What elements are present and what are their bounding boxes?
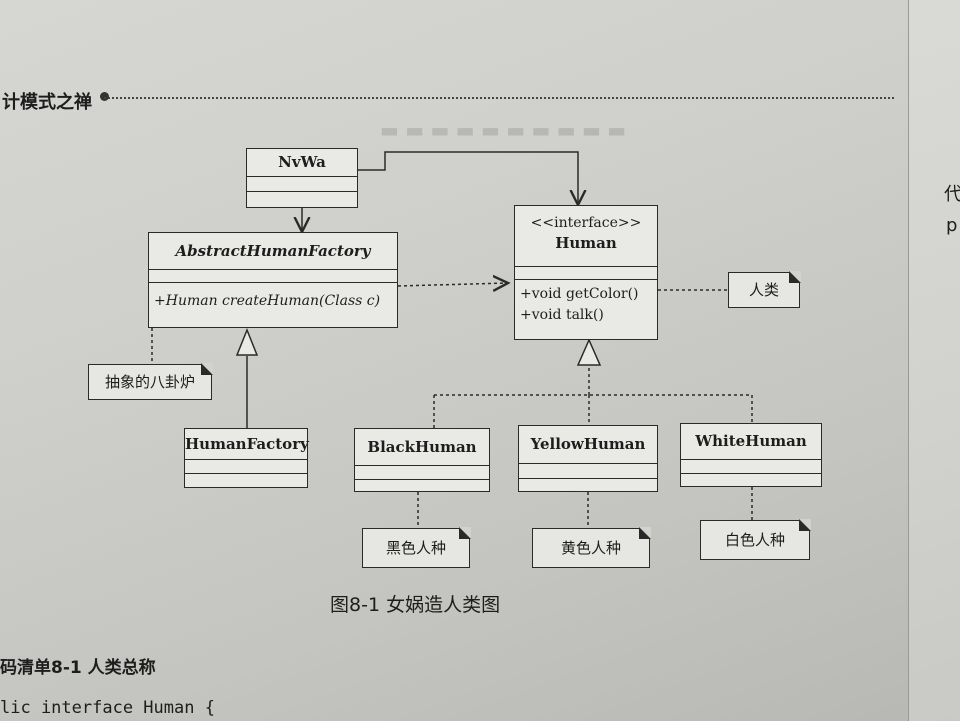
class-attributes — [185, 459, 307, 473]
class-human-factory: HumanFactory — [184, 428, 309, 488]
class-attributes — [515, 266, 657, 279]
class-methods — [355, 479, 489, 493]
facing-page-char: p — [946, 215, 958, 236]
header-rule — [104, 97, 894, 99]
factory-to-human-dependency — [397, 283, 508, 286]
class-abstract-human-factory: AbstractHumanFactory +Human createHuman(… — [148, 232, 398, 328]
humanfactory-generalization-head — [235, 327, 259, 356]
class-white-human: WhiteHuman — [680, 423, 822, 487]
class-attributes — [247, 176, 357, 191]
class-name: HumanFactory — [185, 435, 309, 453]
note-black: 黑色人种 — [362, 527, 471, 568]
class-black-human: BlackHuman — [354, 428, 490, 492]
realization-head — [576, 338, 602, 366]
interface-human: <<interface>> Human +void getColor() +vo… — [514, 205, 658, 340]
note-yellow: 黄色人种 — [532, 527, 651, 568]
class-name: BlackHuman — [367, 438, 477, 456]
class-name: NvWa — [278, 153, 326, 171]
page-header-title: 计模式之禅 — [2, 92, 92, 113]
class-nvwa: NvWa — [246, 148, 358, 208]
note-white: 白色人种 — [700, 519, 811, 560]
class-methods — [247, 191, 357, 206]
class-attributes — [681, 459, 821, 473]
method-get-color: +void getColor() — [520, 286, 639, 302]
class-attributes — [355, 465, 489, 479]
class-attributes — [149, 269, 397, 282]
class-yellow-human: YellowHuman — [518, 425, 658, 492]
note-human: 人类 — [728, 271, 801, 308]
class-methods — [519, 478, 657, 493]
class-attributes — [519, 463, 657, 478]
header-bullet — [100, 92, 109, 101]
bleed-through-text: ▬ ▬ ▬ ▬ ▬ ▬ ▬ ▬ ▬ ▬ — [380, 118, 627, 142]
class-methods — [681, 473, 821, 487]
interface-stereotype: <<interface>> — [530, 215, 642, 231]
class-method: +Human createHuman(Class c) — [149, 282, 397, 312]
nvwa-to-human-association — [358, 151, 578, 205]
class-name: AbstractHumanFactory — [175, 242, 371, 260]
code-line: lic interface Human { — [0, 698, 215, 718]
method-talk: +void talk() — [520, 307, 604, 323]
facing-page-char: 代 — [944, 184, 960, 205]
class-methods — [185, 473, 307, 487]
listing-title: 码清单8-1 人类总称 — [0, 658, 156, 678]
note-abstract-furnace: 抽象的八卦炉 — [88, 363, 213, 400]
class-name: YellowHuman — [530, 435, 646, 453]
class-name: Human — [555, 234, 617, 252]
figure-caption: 图8-1 女娲造人类图 — [330, 594, 501, 616]
class-methods: +void getColor() +void talk() — [515, 279, 657, 326]
facing-page-edge — [908, 0, 960, 721]
class-name: WhiteHuman — [695, 432, 807, 450]
